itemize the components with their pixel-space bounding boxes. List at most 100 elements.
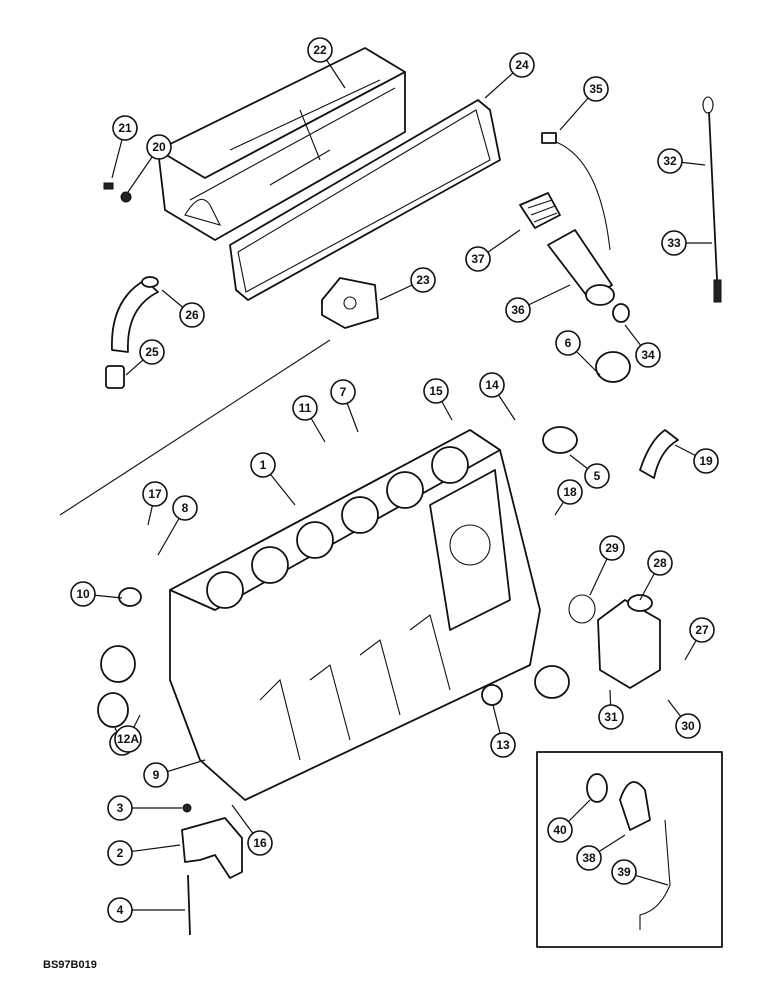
callout-circle bbox=[179, 302, 205, 328]
callout-number: 38 bbox=[582, 851, 596, 865]
callout-circle bbox=[599, 535, 625, 561]
callout-number: 15 bbox=[429, 384, 443, 398]
oil-level-sender bbox=[541, 132, 611, 251]
callout-number: 34 bbox=[641, 348, 655, 362]
callout-number: 31 bbox=[604, 710, 618, 724]
callout-4: 4 bbox=[107, 897, 185, 923]
callout-circle bbox=[247, 830, 273, 856]
callout-circle bbox=[661, 230, 687, 256]
callout-32: 32 bbox=[657, 148, 706, 174]
callout-number: 39 bbox=[617, 865, 631, 879]
callout-39: 39 bbox=[611, 859, 669, 886]
callout-number: 21 bbox=[118, 121, 132, 135]
callout-28: 28 bbox=[639, 550, 673, 601]
callout-circle bbox=[598, 704, 624, 730]
callout-circle bbox=[142, 481, 168, 507]
callout-3: 3 bbox=[107, 795, 182, 821]
callout-number: 10 bbox=[76, 587, 90, 601]
breather-hose bbox=[105, 276, 159, 389]
callout-17: 17 bbox=[142, 481, 168, 526]
callout-38: 38 bbox=[576, 834, 626, 871]
callout-number: 8 bbox=[182, 501, 189, 515]
callout-circle bbox=[479, 372, 505, 398]
callout-23: 23 bbox=[379, 267, 436, 301]
callout-40: 40 bbox=[547, 799, 591, 843]
callout-number: 5 bbox=[594, 469, 601, 483]
callout-21: 21 bbox=[111, 115, 138, 179]
callout-circle bbox=[172, 495, 198, 521]
callout-circle bbox=[70, 581, 96, 607]
callout-circle bbox=[146, 134, 172, 160]
callout-19: 19 bbox=[674, 444, 719, 474]
callout-number: 14 bbox=[485, 378, 499, 392]
callout-number: 17 bbox=[148, 487, 162, 501]
callout-number: 6 bbox=[565, 336, 572, 350]
callout-number: 12A bbox=[117, 732, 139, 746]
callout-circle bbox=[693, 448, 719, 474]
callout-2: 2 bbox=[107, 840, 181, 866]
callout-37: 37 bbox=[465, 229, 521, 272]
callout-31: 31 bbox=[598, 689, 624, 730]
assembly-line bbox=[59, 339, 331, 516]
callout-number: 32 bbox=[663, 154, 677, 168]
callout-26: 26 bbox=[161, 289, 205, 328]
callout-circle bbox=[490, 732, 516, 758]
callout-33: 33 bbox=[661, 230, 712, 256]
callout-number: 20 bbox=[152, 140, 166, 154]
callout-11: 11 bbox=[292, 395, 326, 443]
callout-circle bbox=[114, 725, 142, 753]
callout-circle bbox=[307, 37, 333, 63]
callout-number: 16 bbox=[253, 836, 267, 850]
callout-number: 26 bbox=[185, 308, 199, 322]
callout-14: 14 bbox=[479, 372, 516, 421]
callout-circle bbox=[583, 76, 609, 102]
callout-18: 18 bbox=[554, 479, 583, 516]
callout-circle bbox=[689, 617, 715, 643]
callout-34: 34 bbox=[624, 324, 661, 368]
figure-code: BS97B019 bbox=[43, 959, 97, 971]
callout-22: 22 bbox=[307, 37, 346, 89]
callout-number: 7 bbox=[340, 385, 347, 399]
callout-number: 35 bbox=[589, 82, 603, 96]
callout-number: 37 bbox=[471, 252, 485, 266]
callout-circle bbox=[557, 479, 583, 505]
callout-15: 15 bbox=[423, 378, 453, 421]
engine-block bbox=[169, 429, 541, 801]
callout-number: 1 bbox=[260, 458, 267, 472]
valve-cover-gasket bbox=[229, 99, 501, 301]
main-bearing-cap bbox=[181, 803, 243, 936]
callout-number: 9 bbox=[153, 768, 160, 782]
callout-number: 33 bbox=[667, 236, 681, 250]
callout-circle bbox=[584, 463, 610, 489]
callout-number: 25 bbox=[145, 345, 159, 359]
callout-35: 35 bbox=[559, 76, 609, 131]
callout-number: 30 bbox=[681, 719, 695, 733]
coolant-tube bbox=[639, 429, 679, 479]
callout-circle bbox=[675, 713, 701, 739]
heater-kit-inset bbox=[536, 751, 723, 948]
callout-circle bbox=[112, 115, 138, 141]
callout-number: 29 bbox=[605, 541, 619, 555]
callout-12a: 12A bbox=[114, 714, 142, 753]
callout-circle bbox=[107, 897, 133, 923]
callout-10: 10 bbox=[70, 581, 123, 607]
callout-circle bbox=[292, 395, 318, 421]
callout-circle bbox=[647, 550, 673, 576]
callout-number: 3 bbox=[117, 801, 124, 815]
callout-6: 6 bbox=[555, 330, 601, 376]
callout-number: 36 bbox=[511, 303, 525, 317]
callout-9: 9 bbox=[143, 759, 206, 788]
callout-circle bbox=[576, 845, 602, 871]
callout-circle bbox=[555, 330, 581, 356]
callout-number: 2 bbox=[117, 846, 124, 860]
callout-30: 30 bbox=[667, 699, 701, 739]
callout-13: 13 bbox=[490, 704, 516, 758]
callout-7: 7 bbox=[330, 379, 359, 433]
callout-number: 27 bbox=[695, 623, 709, 637]
callout-1: 1 bbox=[250, 452, 296, 506]
callout-number: 19 bbox=[699, 454, 713, 468]
callout-circle bbox=[465, 246, 491, 272]
callout-29: 29 bbox=[589, 535, 625, 596]
callout-circle bbox=[107, 840, 133, 866]
